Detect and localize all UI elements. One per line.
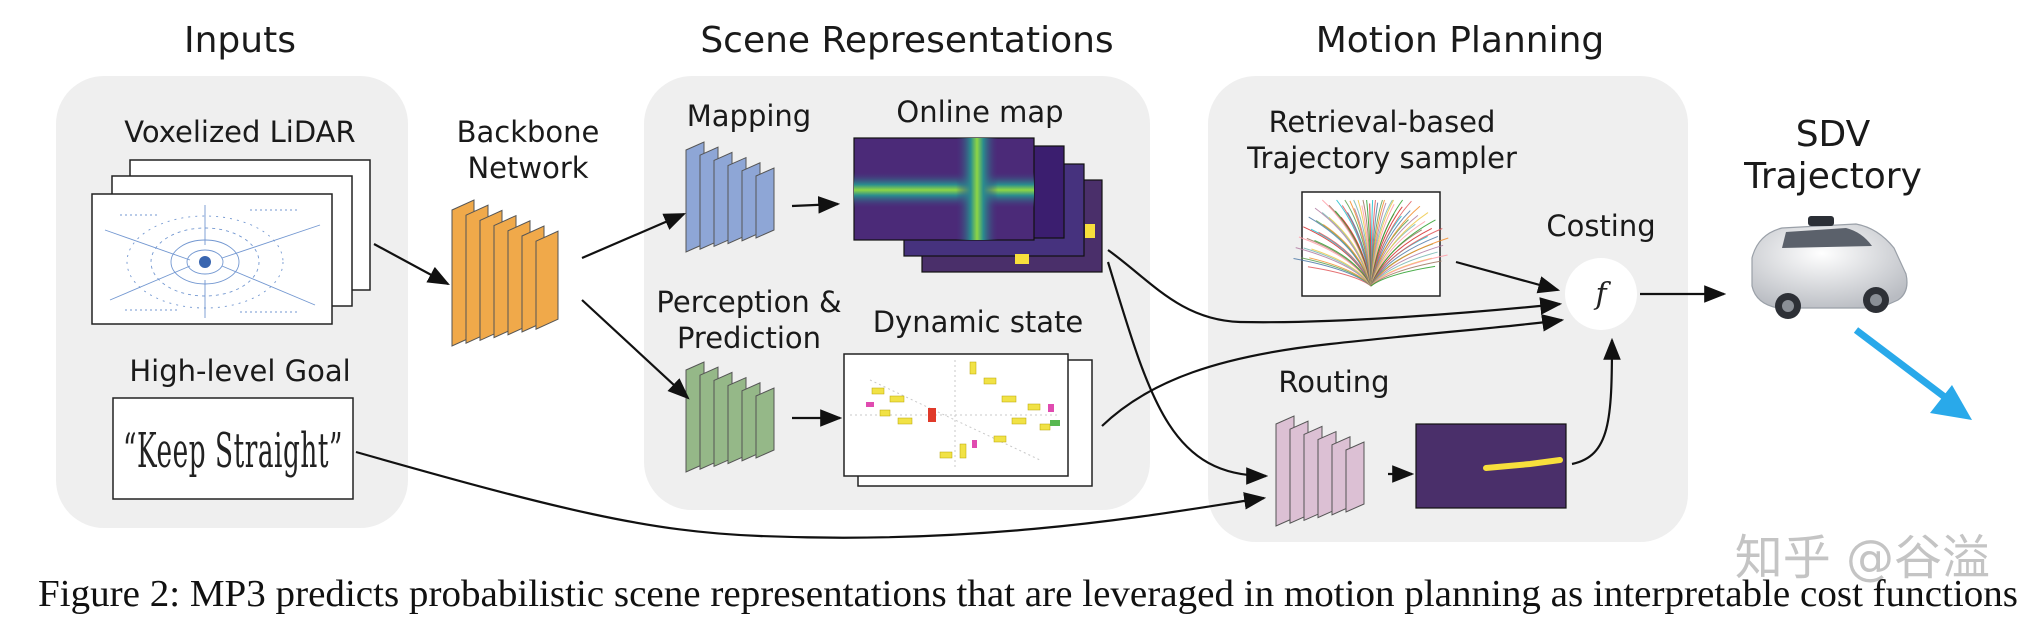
lidar-frame: [91, 193, 333, 325]
sdv-trajectory-arrow: [1853, 327, 1949, 401]
perception-label-1: Perception &: [656, 285, 841, 319]
sdv-car-icon: [1751, 216, 1908, 319]
sdv-label-1: SDV: [1796, 114, 1871, 155]
high-level-goal-label: High-level Goal: [129, 354, 350, 388]
backbone-layer: [535, 230, 559, 330]
sdv-label-2: Trajectory: [1743, 156, 1922, 197]
costing-label: Costing: [1546, 209, 1655, 243]
connectors: [355, 196, 1727, 539]
motion-header: Motion Planning: [1316, 20, 1605, 61]
retrieval-label-2: Trajectory sampler: [1246, 141, 1517, 175]
goal-text: “Keep Straight”: [123, 423, 343, 479]
routing-layer: [1345, 441, 1365, 513]
lidar-stack: [91, 159, 371, 325]
perception-network: [685, 361, 775, 473]
costing-node: [1565, 258, 1637, 330]
online-map-stack: [853, 137, 1103, 273]
inputs-header: Inputs: [184, 20, 296, 61]
perception-label-2: Prediction: [677, 321, 821, 355]
scene-header: Scene Representations: [700, 20, 1113, 61]
voxelized-lidar-label: Voxelized LiDAR: [124, 115, 355, 149]
retrieval-label-1: Retrieval-based: [1269, 105, 1496, 139]
figure-caption: Figure 2: MP3 predicts probabilistic sce…: [38, 573, 2018, 615]
route-path: [1483, 457, 1563, 471]
watermark: 知乎 @谷溢: [1735, 530, 1990, 586]
perception-layer: [755, 387, 775, 459]
routing-label: Routing: [1278, 365, 1389, 399]
sampled-trajectory: [1370, 265, 1436, 287]
backbone-network: [451, 199, 559, 347]
dynamic-state-label: Dynamic state: [873, 305, 1084, 339]
sdv-trajectory-arrowhead: [1930, 385, 1972, 420]
mapping-network: [685, 141, 775, 253]
mapping-layer: [755, 167, 775, 239]
mapping-label: Mapping: [687, 99, 811, 133]
backbone-label-2: Network: [467, 151, 588, 185]
goal-box: [112, 397, 354, 500]
online-map-label: Online map: [896, 95, 1063, 129]
backbone-label-1: Backbone: [457, 115, 600, 149]
routing-network: [1275, 415, 1365, 527]
dynamic-state-stack: [843, 353, 1093, 487]
trajectory-fan: [1293, 199, 1449, 287]
route-map: [1415, 423, 1567, 509]
